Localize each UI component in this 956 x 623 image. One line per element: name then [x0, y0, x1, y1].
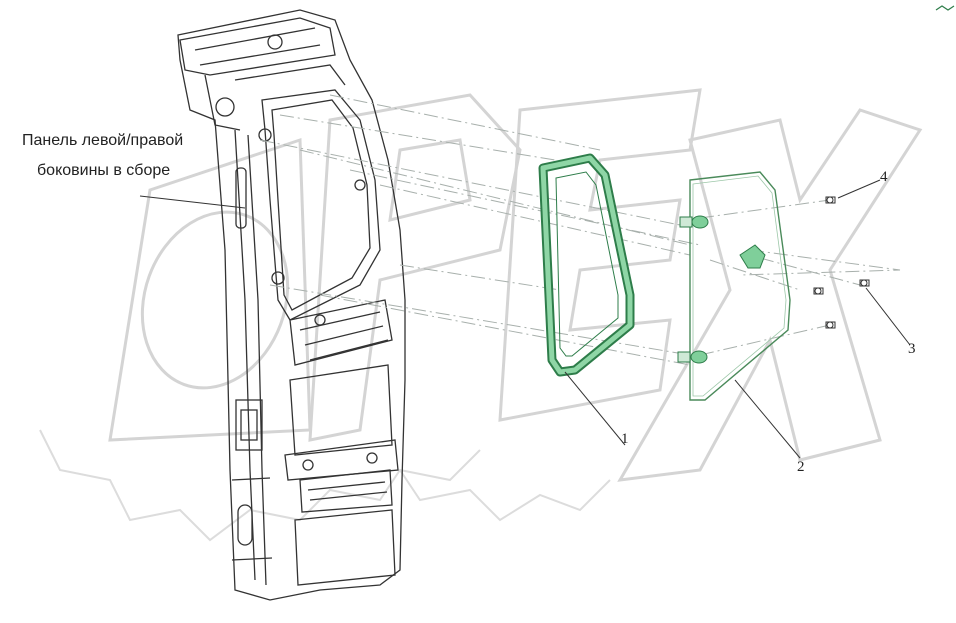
callout-1: 1: [621, 431, 629, 447]
leader-4: [837, 179, 881, 199]
window-glass: [677, 171, 791, 401]
bolt-middle-right: [859, 279, 870, 287]
side-panel-assembly: [177, 9, 406, 601]
watermark-logo: [108, 88, 923, 482]
glass-clip-middle: [739, 244, 766, 269]
callout-2: 2: [797, 459, 805, 475]
caption-line-1: Панель левой/правой: [22, 132, 184, 149]
glass-stud-bottom: [677, 350, 708, 364]
corner-mark-icon: [935, 5, 955, 11]
bolt-top: [825, 196, 836, 204]
projection-lines: [259, 94, 901, 366]
leader-3: [865, 287, 911, 346]
leader-1: [564, 371, 626, 446]
watermark-gear: [39, 429, 611, 542]
glass-stud-top: [679, 215, 709, 229]
bolt-bottom: [825, 321, 836, 329]
window-seal: [538, 153, 635, 377]
leader-2: [734, 379, 801, 459]
leader-lines: [139, 179, 911, 459]
callout-4: 4: [880, 169, 888, 185]
caption-leader: [139, 195, 246, 209]
caption-line-2: боковины в сборе: [37, 162, 171, 179]
callout-3: 3: [908, 341, 916, 357]
bolt-middle-left: [813, 287, 824, 295]
